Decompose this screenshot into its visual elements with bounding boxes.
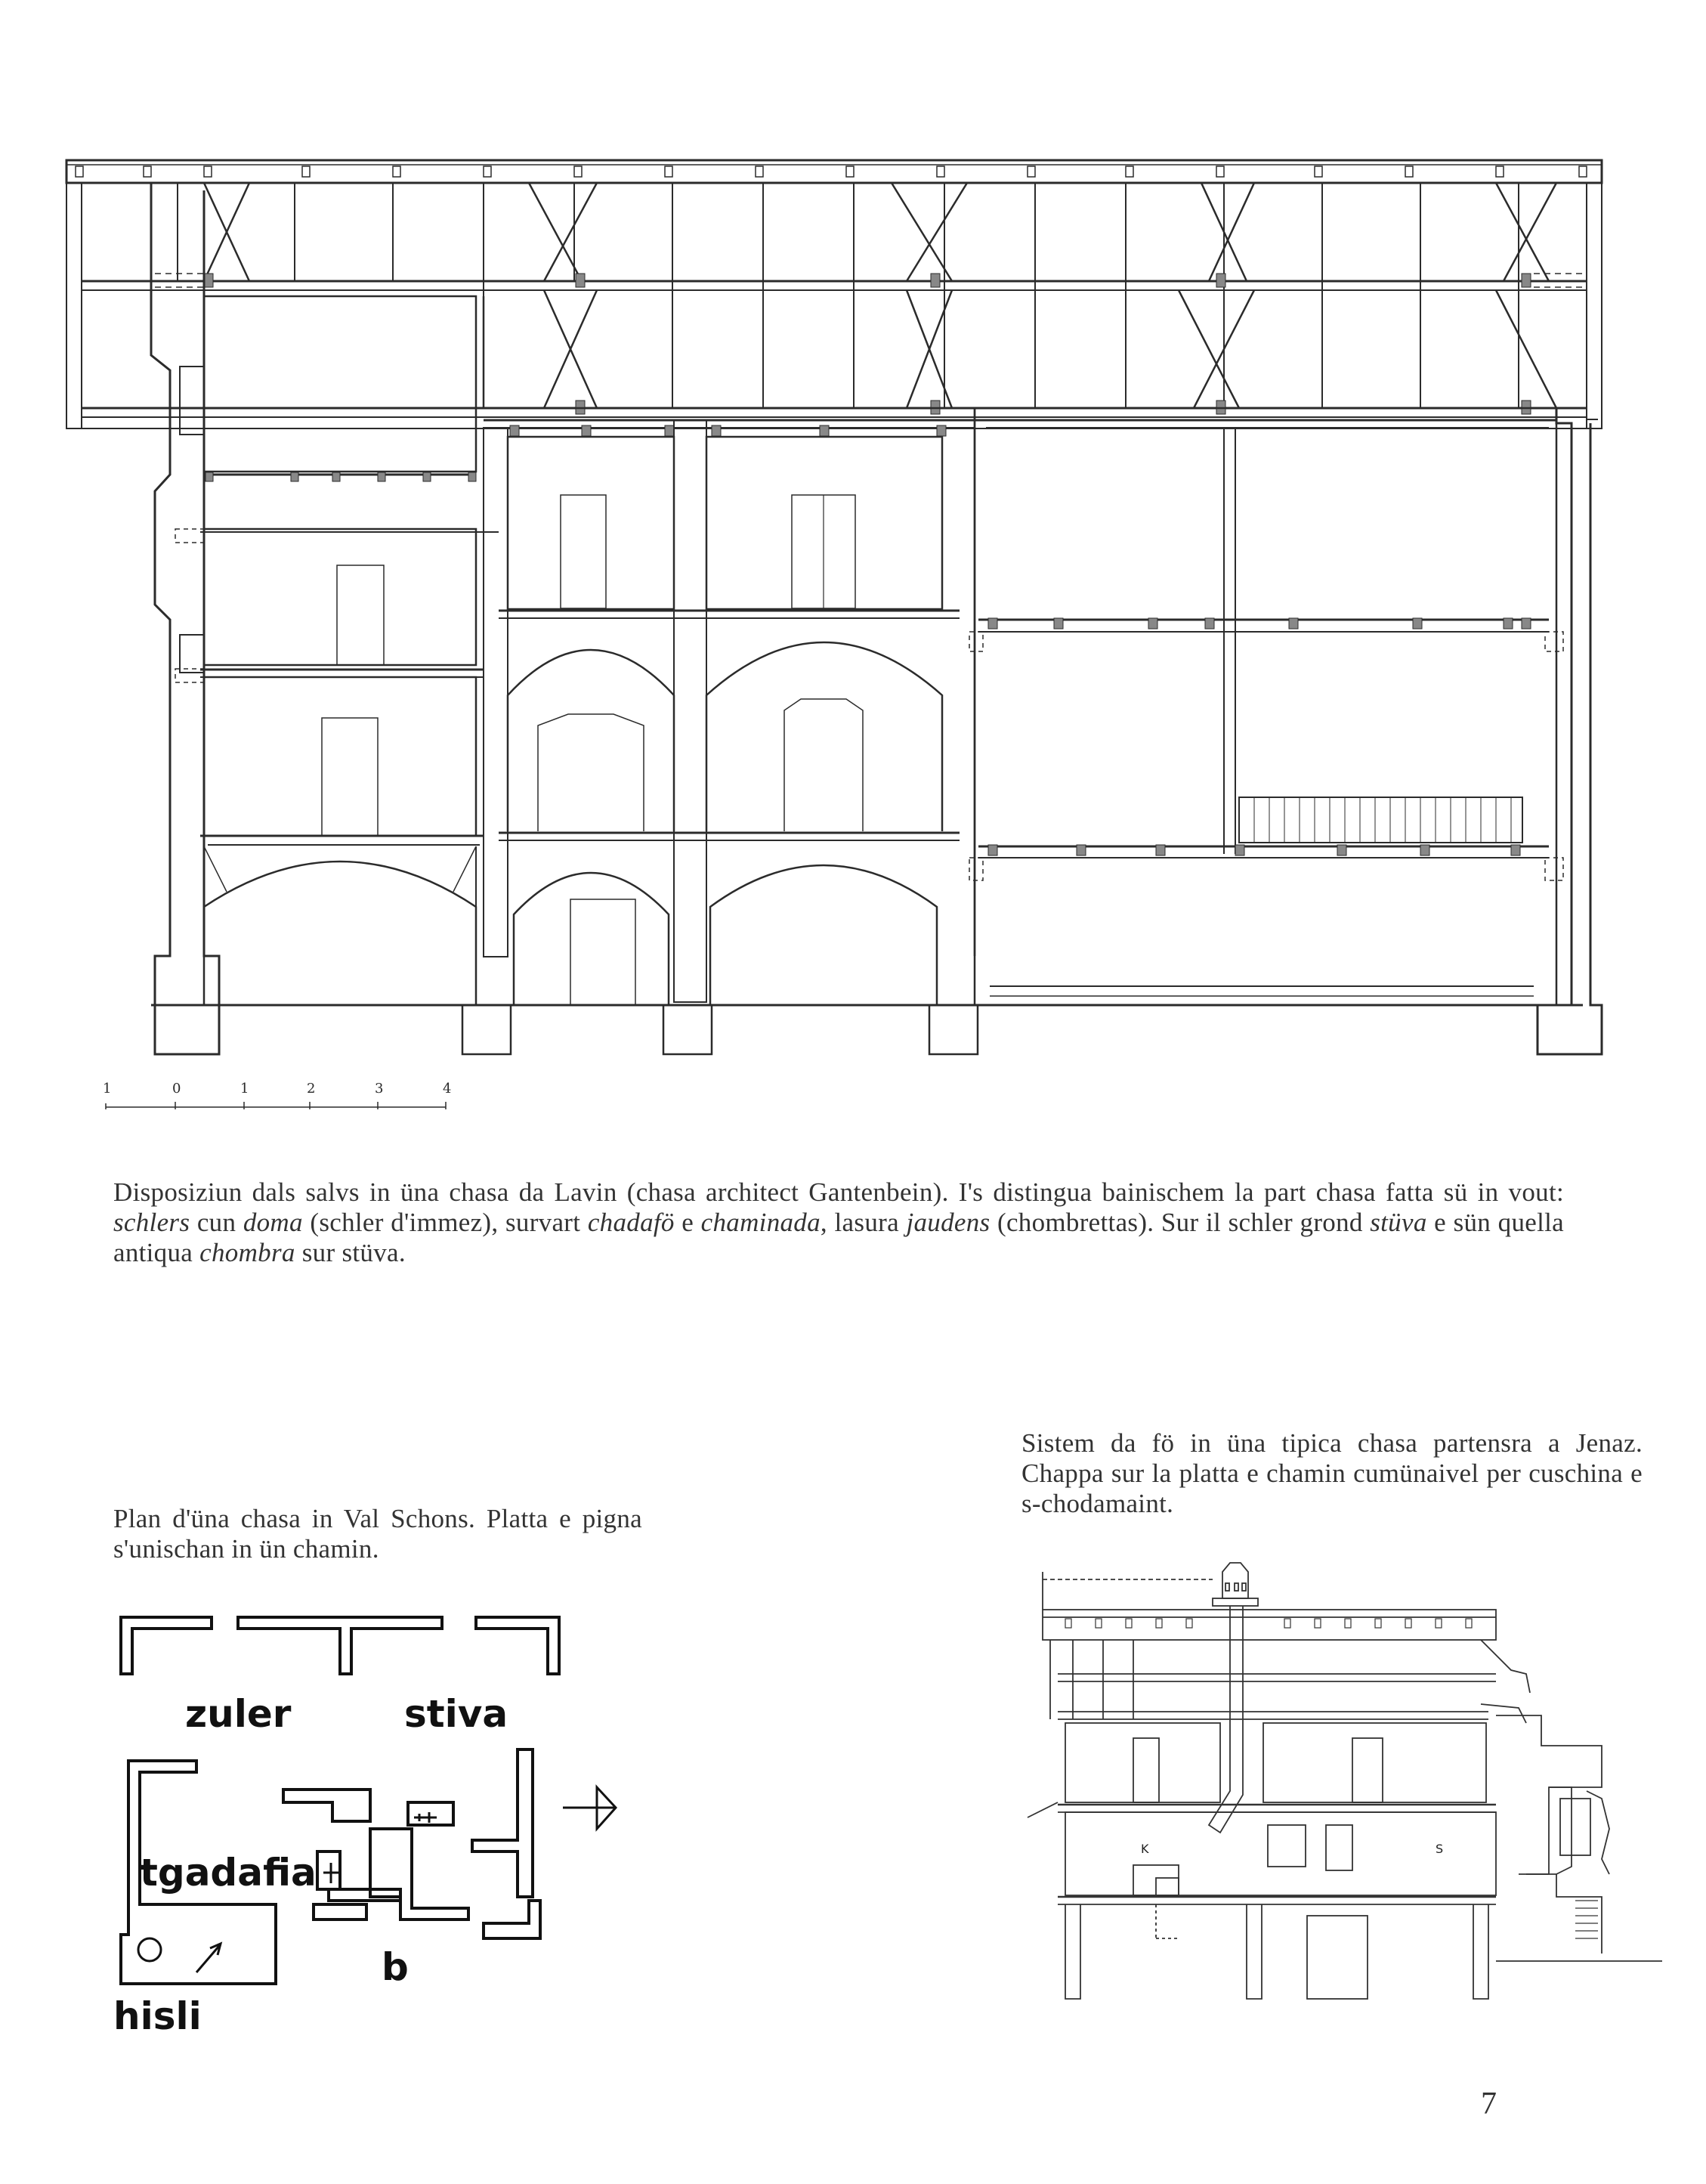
caption-term: chaminada — [700, 1208, 821, 1237]
section-label-k: K — [1141, 1842, 1149, 1856]
scale-tick-label: 0 — [172, 1081, 181, 1097]
scale-tick-label: 1 — [240, 1081, 249, 1097]
scale-tick-label: 3 — [375, 1081, 384, 1097]
jenaz-fire-system-section — [1027, 1562, 1662, 2000]
caption-text: sur stüva. — [295, 1238, 406, 1267]
caption-term: chombra — [199, 1238, 295, 1267]
main-caption: Disposiziun dals salvs in üna chasa da L… — [113, 1177, 1564, 1268]
caption-text: (chombrettas). Sur il schler grond — [990, 1208, 1371, 1237]
plan-labels: zuler stiva tgadafia b hisli — [113, 1692, 508, 2038]
scale-tick-label: 2 — [307, 1081, 316, 1097]
plan-label-hisli: hisli — [113, 1994, 202, 2038]
plan-label-b: b — [382, 1945, 409, 1989]
caption-text: e sün quella antiqua — [113, 1208, 1564, 1267]
plan-caption: Plan d'üna chasa in Val Schons. Platta e… — [113, 1504, 642, 1564]
fire-system-caption: Sistem da fö in üna tipica chasa partens… — [1021, 1428, 1643, 1518]
plan-label-stiva: stiva — [404, 1692, 508, 1736]
caption-text: e — [674, 1208, 701, 1237]
caption-text: cun — [190, 1208, 243, 1237]
caption-text: , lasura — [820, 1208, 907, 1237]
caption-term: chadafö — [587, 1208, 675, 1237]
scale-tick-label: 4 — [443, 1081, 452, 1097]
caption-term: stüva — [1370, 1208, 1427, 1237]
scale-bar: 1 0 1 2 3 4 — [98, 1081, 461, 1103]
house-section-drawing — [65, 159, 1603, 1109]
caption-term: jaudens — [906, 1208, 991, 1237]
caption-term: schlers — [113, 1208, 190, 1237]
scale-tick-label: 1 — [103, 1081, 112, 1097]
plan-label-tgadafia: tgadafia — [140, 1851, 317, 1895]
caption-term: doma — [243, 1208, 303, 1237]
jenaz-section-labels: K S — [1141, 1842, 1443, 1856]
page-number: 7 — [1481, 2087, 1497, 2121]
plan-label-zuler: zuler — [185, 1692, 292, 1736]
section-label-s: S — [1436, 1842, 1443, 1856]
val-schons-plan — [119, 1616, 618, 1985]
caption-text: Disposiziun dals salvs in üna chasa da L… — [113, 1177, 1564, 1207]
caption-text: (schler d'immez), survart — [302, 1208, 588, 1237]
